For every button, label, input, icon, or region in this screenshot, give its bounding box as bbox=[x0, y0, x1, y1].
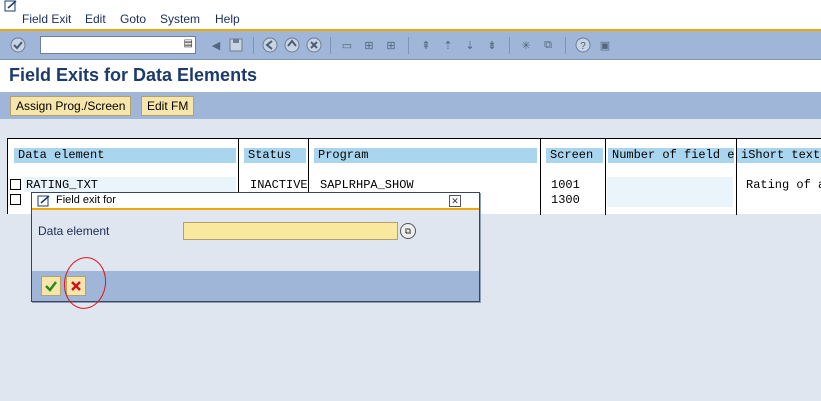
first-page-icon[interactable]: ⇞ bbox=[421, 39, 431, 52]
menu-edit[interactable]: Edit bbox=[85, 12, 106, 26]
search-help-icon[interactable]: ⧉ bbox=[400, 223, 416, 239]
cell-data-element[interactable]: RATING_TXT bbox=[26, 178, 99, 192]
column-divider bbox=[308, 139, 309, 215]
toolbar-separator bbox=[330, 37, 331, 54]
menu-bar: Field Exit Edit Goto System Help bbox=[0, 0, 821, 31]
column-header-status[interactable]: Status bbox=[244, 148, 306, 163]
dialog-system-icon bbox=[37, 195, 50, 207]
edit-fm-button[interactable]: Edit FM bbox=[141, 96, 195, 116]
close-icon[interactable]: ✕ bbox=[449, 195, 461, 207]
cell-program: SAPLRHPA_SHOW bbox=[320, 178, 414, 192]
row-select-checkbox[interactable] bbox=[10, 179, 21, 190]
field-exit-dialog: Field exit for ✕ Data element ⧉ bbox=[31, 192, 480, 302]
save-icon[interactable] bbox=[228, 37, 244, 53]
cell-status: INACTIVE bbox=[250, 178, 308, 192]
toolbar-separator bbox=[408, 37, 409, 54]
last-page-icon[interactable]: ⇟ bbox=[487, 39, 497, 52]
system-menu-icon[interactable] bbox=[4, 0, 18, 12]
prev-page-icon[interactable]: ⇡ bbox=[443, 39, 453, 52]
shortcut-icon[interactable]: ⧉ bbox=[544, 38, 552, 51]
help-icon[interactable]: ? bbox=[575, 37, 591, 53]
continue-button[interactable] bbox=[41, 276, 61, 296]
assign-prog-screen-button[interactable]: Assign Prog./Screen bbox=[10, 96, 132, 116]
enter-icon[interactable] bbox=[10, 37, 26, 53]
dialog-title-bar: Field exit for ✕ bbox=[32, 193, 479, 210]
menu-goto[interactable]: Goto bbox=[120, 12, 147, 26]
cell-screen: 1300 bbox=[551, 193, 580, 207]
column-divider bbox=[605, 139, 606, 215]
column-header-data-element[interactable]: Data element bbox=[14, 148, 236, 163]
cell-number bbox=[607, 192, 733, 207]
cell-short-text: Rating of a bbox=[746, 178, 821, 192]
back-nav-icon[interactable] bbox=[262, 37, 278, 53]
checkmark-icon bbox=[45, 281, 57, 292]
data-element-input[interactable] bbox=[184, 223, 397, 239]
command-history-icon[interactable]: ▤ bbox=[183, 38, 193, 49]
command-field[interactable]: ▤ bbox=[40, 36, 196, 54]
column-header-number-of-field[interactable]: Number of field e bbox=[608, 148, 734, 163]
new-session-icon[interactable]: ✳ bbox=[521, 39, 531, 52]
cancel-x-icon bbox=[71, 281, 81, 291]
cancel-button[interactable] bbox=[66, 276, 86, 296]
column-divider bbox=[736, 139, 737, 215]
column-header-screen[interactable]: Screen bbox=[546, 148, 603, 163]
dialog-title: Field exit for bbox=[56, 194, 116, 206]
row-select-checkbox[interactable] bbox=[10, 194, 21, 205]
application-toolbar: Assign Prog./Screen Edit FM bbox=[0, 92, 821, 119]
data-element-label: Data element bbox=[38, 224, 110, 238]
column-divider bbox=[238, 139, 239, 215]
cell-number bbox=[607, 177, 733, 192]
standard-toolbar: ▤ ◀ ▭ ⊞ ⊞ ⇞ ⇡ ⇣ ⇟ ✳ ⧉ ? ▣ bbox=[0, 31, 821, 60]
layout-icon[interactable]: ▣ bbox=[599, 39, 611, 52]
column-header-short-text[interactable]: iShort text bbox=[737, 148, 821, 163]
menu-help[interactable]: Help bbox=[215, 12, 240, 26]
column-header-program[interactable]: Program bbox=[314, 148, 537, 163]
find-next-icon[interactable]: ⊞ bbox=[386, 39, 396, 52]
find-icon[interactable]: ⊞ bbox=[364, 39, 374, 52]
back-icon[interactable]: ◀ bbox=[211, 39, 221, 52]
data-element-field[interactable] bbox=[183, 222, 398, 240]
cell-screen: 1001 bbox=[551, 178, 580, 192]
toolbar-separator bbox=[509, 37, 510, 54]
menu-field-exit[interactable]: Field Exit bbox=[22, 12, 72, 26]
table-cell bbox=[24, 177, 236, 192]
exit-icon[interactable] bbox=[284, 37, 300, 53]
menu-system[interactable]: System bbox=[160, 12, 201, 26]
menu-separator bbox=[0, 29, 821, 31]
next-page-icon[interactable]: ⇣ bbox=[465, 39, 475, 52]
cancel-icon[interactable] bbox=[306, 37, 322, 53]
page-title: Field Exits for Data Elements bbox=[9, 65, 258, 85]
column-divider bbox=[540, 139, 541, 215]
title-bar: Field Exits for Data Elements bbox=[0, 60, 821, 92]
print-icon[interactable]: ▭ bbox=[341, 39, 353, 52]
svg-text:?: ? bbox=[580, 41, 586, 52]
toolbar-separator bbox=[253, 37, 254, 54]
dialog-footer bbox=[32, 271, 479, 301]
toolbar-separator bbox=[565, 37, 566, 54]
command-input[interactable] bbox=[41, 37, 179, 53]
